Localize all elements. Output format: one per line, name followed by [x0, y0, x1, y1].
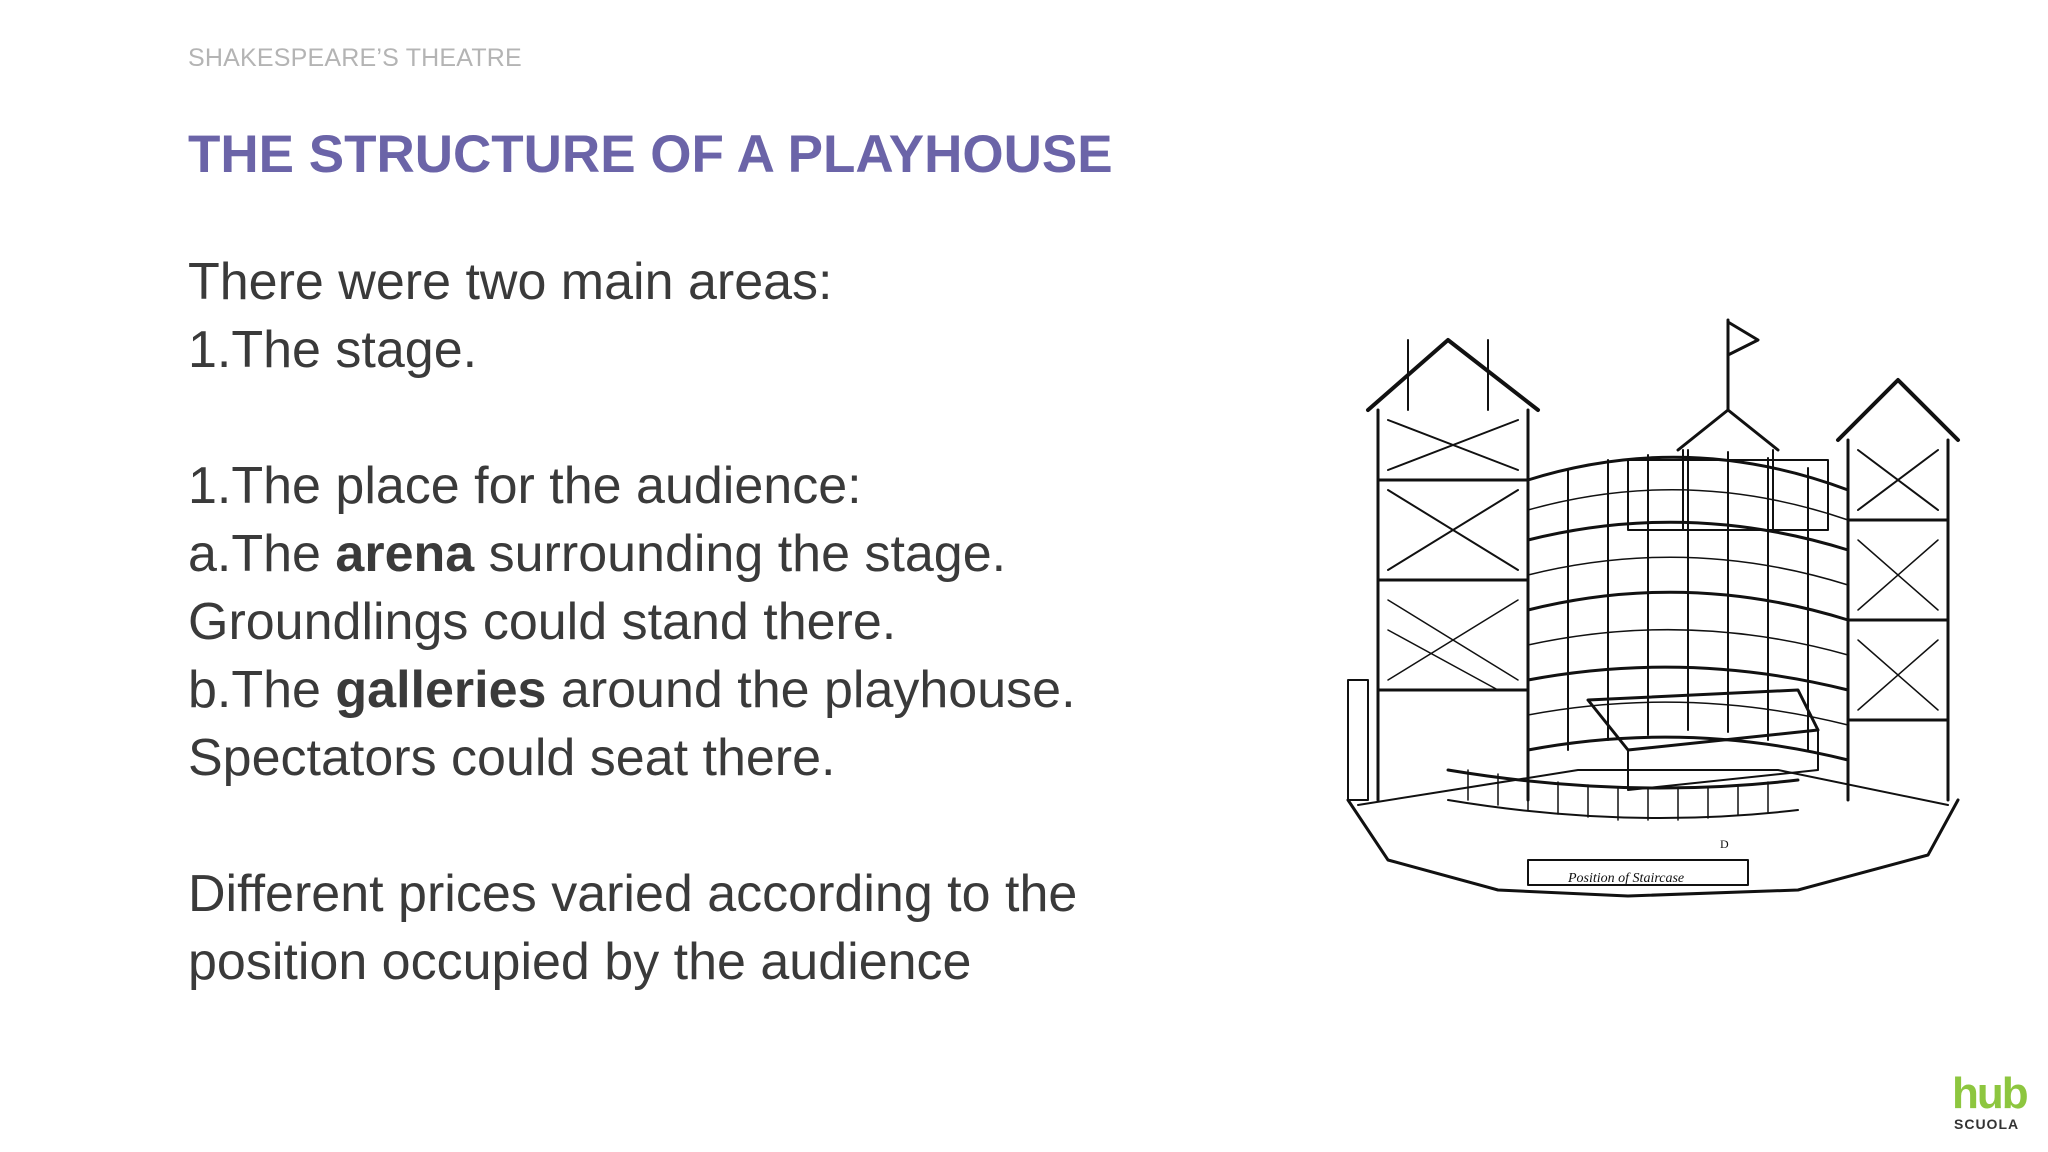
body-line: position occupied by the audience: [188, 933, 972, 991]
text-fragment: b.The: [188, 661, 336, 719]
logo-sub-text: SCUOLA: [1954, 1116, 2020, 1132]
text-fragment: surrounding the stage.: [474, 525, 1007, 583]
bold-term-galleries: galleries: [335, 661, 547, 719]
body-text: There were two main areas: 1.The stage. …: [188, 248, 1288, 996]
blank-line: [188, 384, 1288, 452]
body-line: 1.The stage.: [188, 321, 478, 379]
playhouse-illustration: Position of Staircase D: [1346, 318, 1960, 898]
staircase-label: Position of Staircase: [1567, 871, 1684, 886]
page-title: THE STRUCTURE OF A PLAYHOUSE: [188, 125, 1113, 184]
body-line: 1.The place for the audience:: [188, 457, 862, 515]
section-kicker: SHAKESPEARE’S THEATRE: [188, 44, 522, 72]
text-fragment: a.The: [188, 525, 336, 583]
label-d: D: [1720, 837, 1729, 851]
body-line: Groundlings could stand there.: [188, 593, 897, 651]
body-line: a.The arena surrounding the stage.: [188, 520, 1288, 588]
bold-term-arena: arena: [335, 525, 475, 583]
blank-line: [188, 792, 1288, 860]
body-line: There were two main areas:: [188, 253, 833, 311]
body-line: b.The galleries around the playhouse.: [188, 656, 1288, 724]
body-line: Different prices varied according to the: [188, 865, 1078, 923]
body-line: Spectators could seat there.: [188, 729, 836, 787]
text-fragment: around the playhouse.: [546, 661, 1076, 719]
hub-scuola-logo: hub SCUOLA: [1952, 1069, 2032, 1133]
logo-brand-text: hub: [1952, 1069, 2029, 1118]
